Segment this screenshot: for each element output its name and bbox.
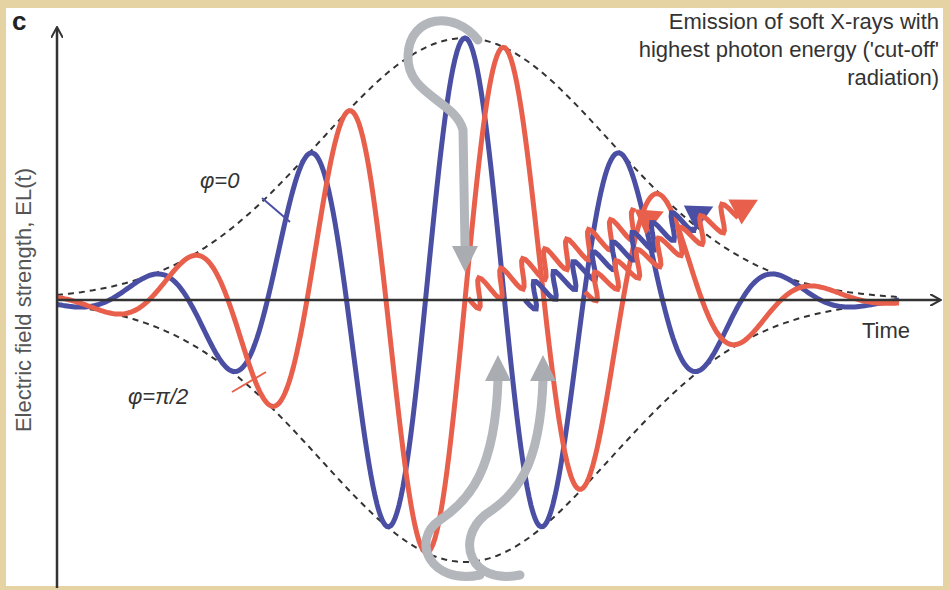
figure-title: Emission of soft X-rays with highest pho…	[619, 8, 939, 92]
trajectory-arrow	[408, 21, 478, 245]
xray-head	[728, 200, 758, 225]
axis-title: Electric field strength, EL(t)	[11, 168, 37, 432]
phase-label: φ=0	[200, 168, 239, 194]
leader-line	[262, 198, 290, 222]
y-axis	[56, 28, 59, 588]
field-wave	[57, 38, 899, 527]
xray-emission	[468, 200, 758, 309]
panel-letter: c	[12, 6, 26, 37]
xray-wave	[585, 204, 738, 300]
trajectory-arrow	[426, 380, 498, 576]
xray-wave	[468, 210, 635, 308]
leader-line	[232, 372, 266, 392]
phase-label: φ=π/2	[128, 384, 188, 410]
x-axis	[57, 299, 940, 302]
trajectory-head	[452, 246, 478, 272]
xray-wave	[525, 213, 694, 309]
trajectory-arrow	[470, 380, 543, 576]
trajectory-head	[530, 355, 556, 381]
axis-title: Time	[862, 318, 910, 344]
plot-panel	[6, 8, 943, 586]
trajectory-head	[485, 355, 511, 381]
